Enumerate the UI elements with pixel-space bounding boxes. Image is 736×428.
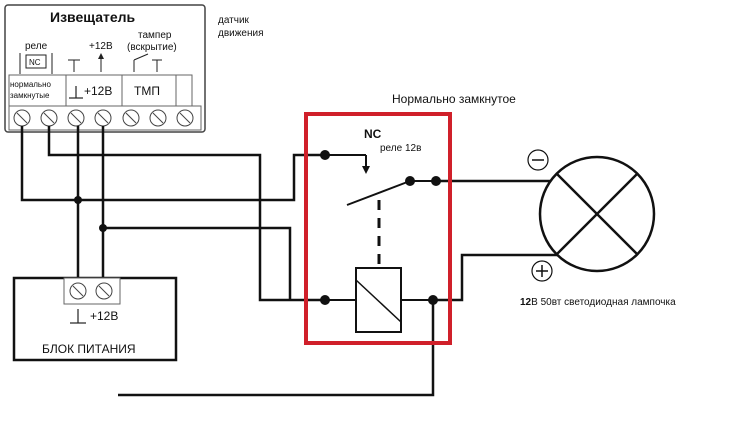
terminal-screw (176, 109, 194, 127)
tamper-label-line1: тампер (138, 30, 172, 41)
switch-blade (346, 180, 411, 206)
relay-sub-label: реле 12в (380, 143, 421, 154)
detector-terminals (13, 109, 194, 127)
junction-dot (99, 224, 107, 232)
nc-box (25, 54, 47, 69)
tamper-switch-blade (133, 53, 149, 61)
sensor-caption-line2: движения (218, 28, 264, 39)
normally-closed-line1: нормально (10, 80, 52, 89)
wire-plus12-branch (103, 226, 292, 300)
relay-label: реле (25, 41, 48, 52)
junctions (74, 196, 107, 232)
relay-coil-diagonal (355, 279, 402, 323)
wire-lamp-plus (433, 253, 575, 302)
terminal-screw (67, 109, 85, 127)
relay-terminal-dot (431, 176, 441, 186)
relay-terminal-dot (320, 295, 330, 305)
terminal-screw (13, 109, 31, 127)
lamp-caption-bold: 12 (520, 297, 532, 308)
terminal-screw (149, 109, 167, 127)
tmp-label: ТМП (134, 84, 160, 98)
detector-block: Извещатель реле NC +12В тампер (вскрытие… (4, 4, 206, 133)
terminal-screw (40, 109, 58, 127)
tamper-label-line2: (вскрытие) (127, 42, 177, 53)
detector-title: Извещатель (50, 9, 136, 25)
normally-closed-line2: замкнутые (10, 91, 50, 100)
nc-contact-arrow (362, 166, 370, 174)
terminal-screw (95, 282, 113, 300)
lamp-block: 12В 50вт светодиодная лампочка (520, 149, 676, 308)
relay-nc-label: NC (364, 127, 382, 141)
lamp-caption-rest: В 50вт светодиодная лампочка (531, 297, 676, 308)
power-supply-block: +12В БЛОК ПИТАНИЯ (12, 276, 178, 362)
relay-terminal-dot (405, 176, 415, 186)
nc-label: NC (29, 58, 41, 67)
relay-frame (304, 112, 452, 345)
power-supply-label: БЛОК ПИТАНИЯ (42, 342, 136, 356)
plus12-arrow-head (98, 53, 104, 59)
wire-relay-right-to-coil (47, 126, 325, 302)
relay-terminal-dot (428, 295, 438, 305)
ground-plus12-label: +12В (84, 84, 112, 98)
relay-block: Нормально замкнутое NC реле 12в (304, 92, 516, 345)
terminal-screw (69, 282, 87, 300)
terminal-screw (122, 109, 140, 127)
psu-terminal-label: +12В (90, 309, 118, 323)
wire-coil-return (118, 300, 435, 397)
lamp-caption: 12В 50вт светодиодная лампочка (520, 297, 676, 308)
relay-header: Нормально замкнутое (392, 92, 516, 106)
terminal-screw (94, 109, 112, 127)
junction-dot (74, 196, 82, 204)
relay-terminal-dot (320, 150, 330, 160)
sensor-caption-line1: датчик (218, 15, 250, 26)
wire-relay-left-to-nc (20, 126, 325, 202)
plus12-top-label: +12В (89, 41, 113, 52)
